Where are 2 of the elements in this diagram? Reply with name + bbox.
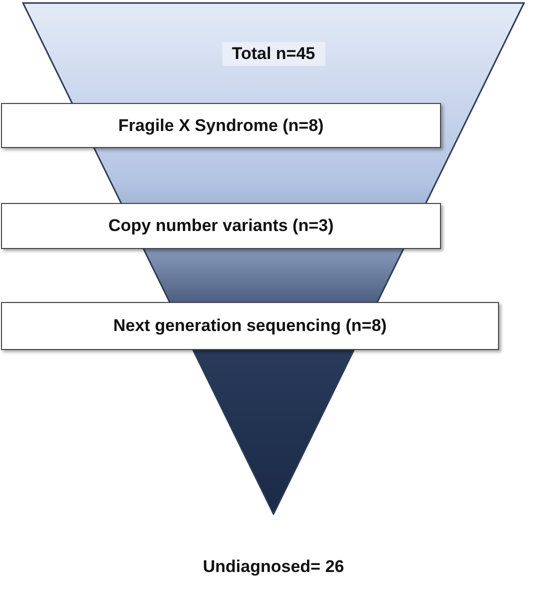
- funnel-heading: Total n=45: [222, 42, 326, 66]
- result-caption: Undiagnosed= 26: [202, 557, 344, 577]
